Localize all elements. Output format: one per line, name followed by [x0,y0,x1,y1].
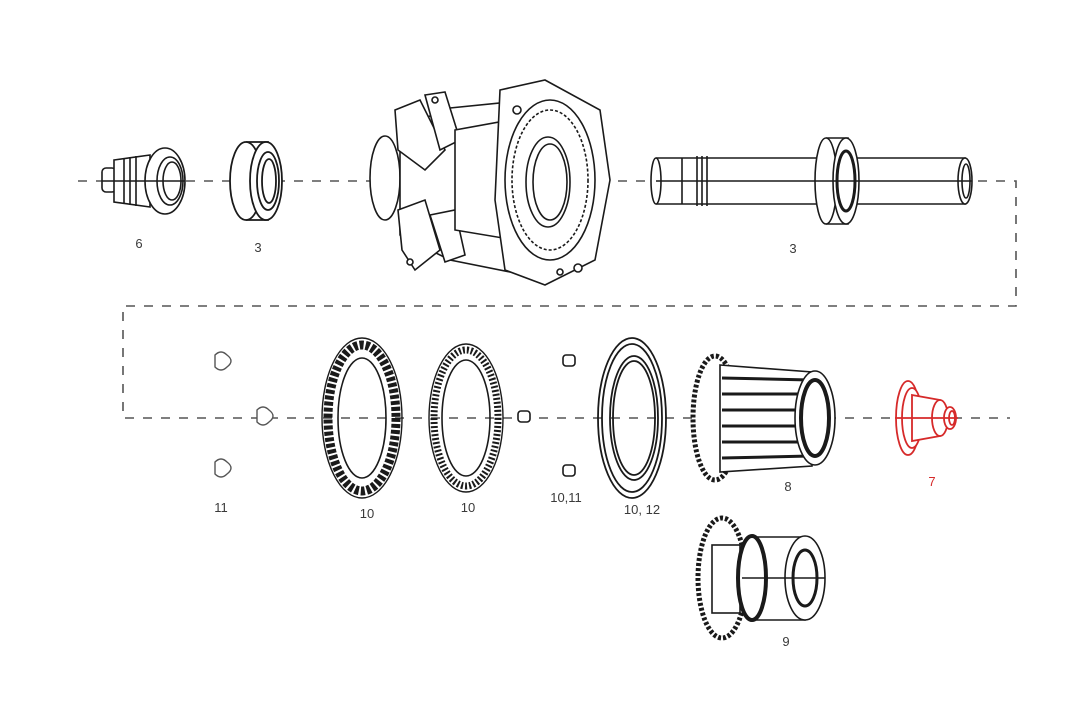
part-3-bearing-left[interactable] [229,141,283,221]
label-part-6: 6 [135,236,143,251]
part-10-12-seal-ring[interactable] [597,337,667,499]
label-part-11: 11 [214,500,228,515]
part-10-ratchet-ring-1[interactable] [321,337,403,499]
label-part-10-12: 10, 12 [623,502,661,517]
part-3-axle-with-bearing[interactable] [650,137,973,225]
hub-shell[interactable] [369,79,611,286]
part-6-end-cap-left[interactable] [101,147,186,215]
label-part-3-bearing: 3 [254,240,262,255]
part-9-freehub-body-xd[interactable] [695,515,826,641]
label-part-3-axle: 3 [789,241,797,256]
part-11-pawl-springs[interactable] [214,351,274,478]
part-7-end-cap-right[interactable] [895,380,958,456]
part-8-freehub-body[interactable] [690,353,836,483]
label-part-10-ring-1: 10 [359,506,375,521]
label-part-8: 8 [784,479,792,494]
part-10-11-pawls[interactable] [517,354,576,477]
label-part-9: 9 [782,634,790,649]
label-part-10-11: 10,11 [550,490,582,505]
part-10-ratchet-ring-2[interactable] [428,343,504,493]
label-part-10-ring-2: 10 [460,500,476,515]
label-part-7: 7 [928,474,936,489]
